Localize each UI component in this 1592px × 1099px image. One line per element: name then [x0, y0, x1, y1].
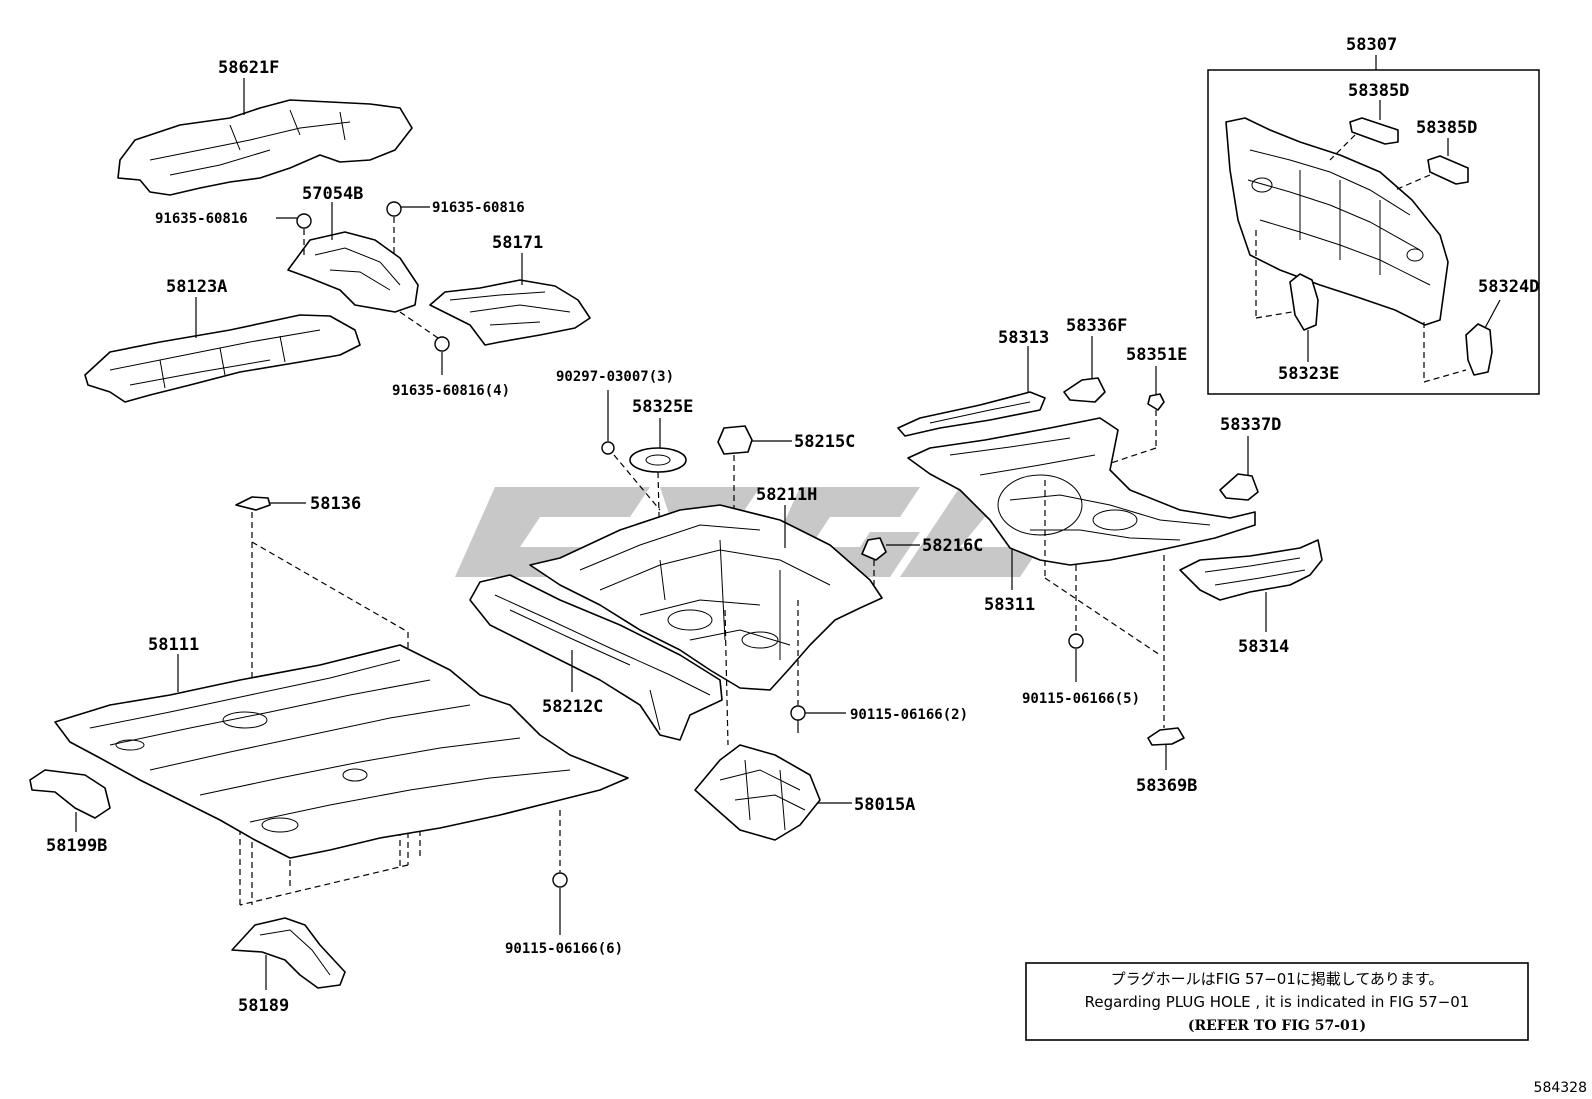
part-58307-shape	[1225, 117, 1449, 326]
bolt-90115-06166-5	[1068, 565, 1084, 682]
label-58111: 58111	[148, 635, 199, 655]
label-90297-03007-3: 90297-03007(3)	[556, 369, 674, 385]
label-58216C: 58216C	[922, 536, 983, 556]
part-58311-shape	[907, 417, 1256, 656]
part-58385D-a-shape	[1329, 117, 1399, 161]
label-58123A: 58123A	[166, 277, 227, 297]
label-58621F: 58621F	[218, 58, 279, 78]
label-57054B: 57054B	[302, 184, 363, 204]
label-58136: 58136	[310, 494, 361, 514]
label-58311: 58311	[984, 595, 1035, 615]
bolt-91635-60816-left	[296, 213, 312, 255]
label-90115-06166-6: 90115-06166(6)	[505, 941, 623, 957]
figure-id: 584328	[1534, 1080, 1587, 1096]
bolt-90115-06166-2	[790, 600, 806, 733]
bolt-91635-60816-right	[386, 201, 402, 255]
part-58324D-shape	[1423, 322, 1493, 383]
part-58369B-shape	[1147, 555, 1185, 746]
label-58171: 58171	[492, 233, 543, 253]
label-58212C: 58212C	[542, 697, 603, 717]
part-58111-shape	[54, 644, 629, 859]
bolt-91635-60816-4	[399, 311, 450, 352]
part-58212C-shape	[469, 574, 723, 741]
note-line-jp: プラグホールはFIG 57−01に掲載してあります。	[1111, 970, 1444, 988]
label-58199B: 58199B	[46, 836, 107, 856]
label-58325E: 58325E	[632, 397, 693, 417]
label-90115-06166-5: 90115-06166(5)	[1022, 691, 1140, 707]
label-58215C: 58215C	[794, 432, 855, 452]
part-58621F-shape	[117, 99, 413, 196]
note-line-en: Regarding PLUG HOLE , it is indicated in…	[1085, 993, 1470, 1011]
part-58123A-shape	[84, 314, 361, 403]
label-58211H: 58211H	[756, 485, 817, 505]
bolt-90115-06166-6	[552, 810, 568, 935]
label-58314: 58314	[1238, 637, 1289, 657]
part-58199B-shape	[29, 769, 111, 819]
part-58337D-shape	[1219, 473, 1259, 501]
label-91635-60816-right: 91635-60816	[432, 200, 525, 216]
label-58336F: 58336F	[1066, 316, 1127, 336]
label-58015A: 58015A	[854, 795, 915, 815]
part-58323E-shape	[1255, 230, 1319, 331]
label-58385D-b: 58385D	[1416, 118, 1477, 138]
part-58351E-shape	[1089, 393, 1165, 471]
note-line-ref: (REFER TO FIG 57-01)	[1188, 1018, 1366, 1034]
part-58216C-shape	[861, 537, 887, 585]
part-58336F-shape	[1063, 377, 1106, 403]
part-58313-shape	[897, 391, 1046, 437]
part-58189-shape	[231, 917, 346, 989]
part-58211H-shape	[529, 504, 883, 691]
label-58323E: 58323E	[1278, 364, 1339, 384]
part-58136-shape	[235, 496, 271, 511]
label-58324D: 58324D	[1478, 277, 1539, 297]
part-57054B-shape	[287, 231, 419, 313]
part-58314-shape	[1179, 539, 1323, 601]
label-90115-06166-2: 90115-06166(2)	[850, 707, 968, 723]
label-58337D: 58337D	[1220, 415, 1281, 435]
label-58385D-a: 58385D	[1348, 81, 1409, 101]
part-58385D-b-shape	[1394, 155, 1469, 191]
label-58189: 58189	[238, 996, 289, 1016]
label-58313: 58313	[998, 328, 1049, 348]
part-58171-shape	[429, 279, 591, 346]
plug-hole-note: プラグホールはFIG 57−01に掲載してあります。 Regarding PLU…	[1025, 962, 1529, 1041]
part-58307-frame	[1207, 69, 1540, 395]
label-91635-60816-left: 91635-60816	[155, 211, 248, 227]
part-58015A-shape	[694, 609, 821, 841]
label-58351E: 58351E	[1126, 345, 1187, 365]
clip-90297-03007	[601, 390, 661, 511]
label-58369B: 58369B	[1136, 776, 1197, 796]
label-58307: 58307	[1346, 35, 1397, 55]
label-91635-60816-4: 91635-60816(4)	[392, 383, 510, 399]
